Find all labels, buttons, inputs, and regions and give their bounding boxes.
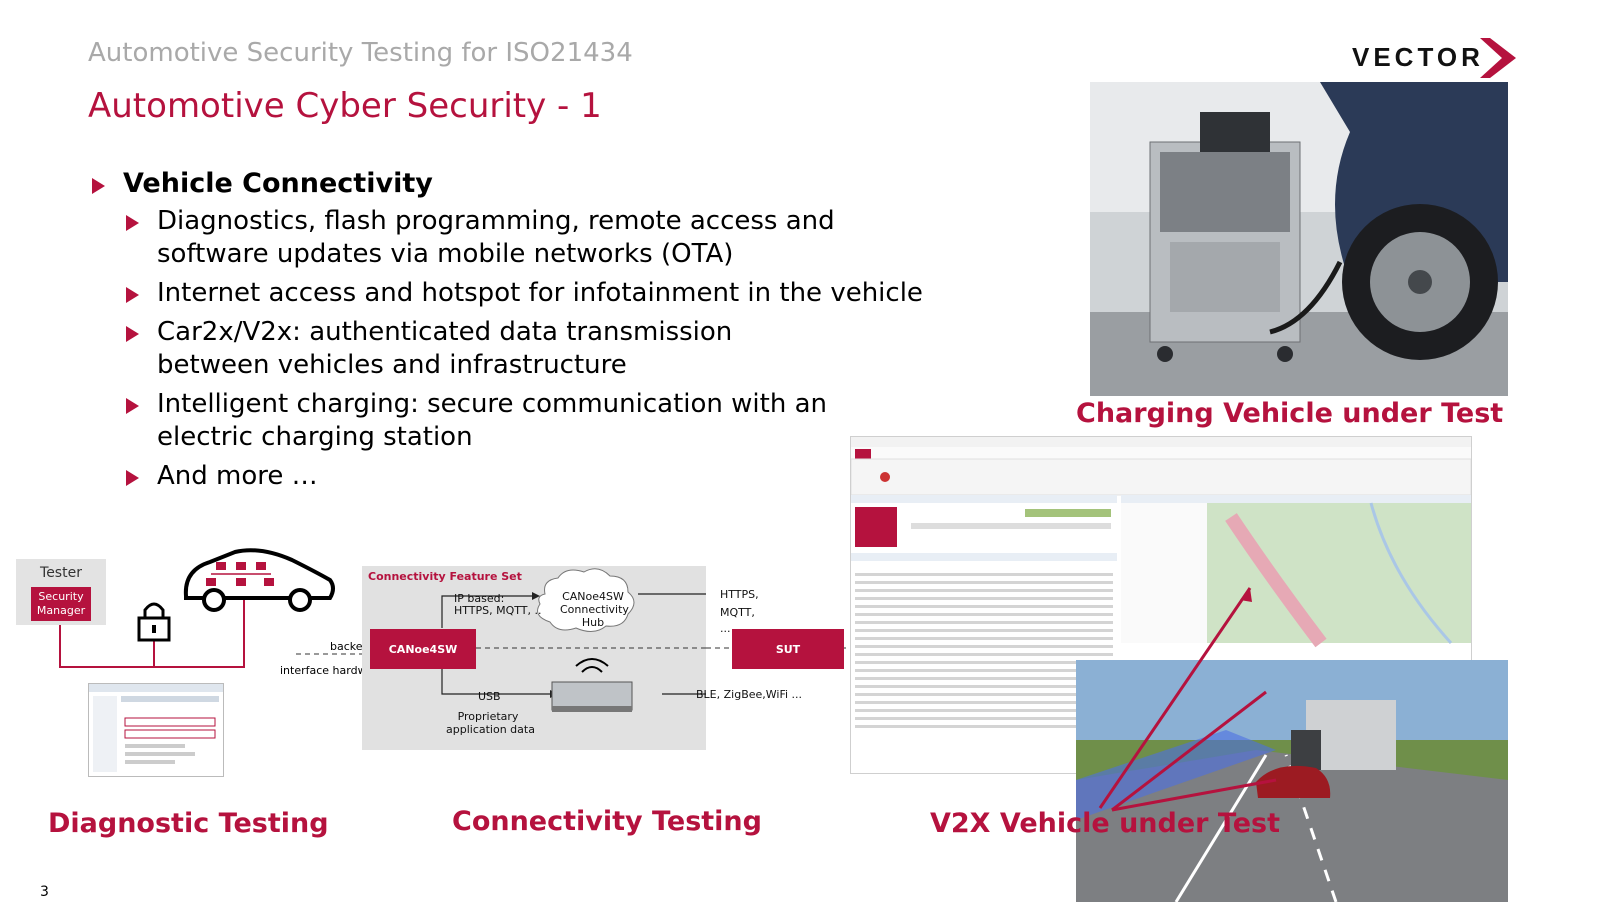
slide-title: Automotive Cyber Security - 1	[88, 86, 602, 126]
diagnostic-connection-diagram	[59, 548, 335, 668]
car-icon	[183, 548, 335, 612]
bullet-item: Diagnostics, flash programming, remote a…	[126, 205, 992, 271]
connectivity-arrows	[441, 568, 706, 712]
deck-subtitle: Automotive Security Testing for ISO21434	[88, 38, 633, 68]
caption-connectivity: Connectivity Testing	[452, 806, 762, 837]
bullet-triangle-icon	[126, 215, 139, 231]
device-icon	[551, 658, 633, 712]
bullet-triangle-icon	[126, 326, 139, 342]
lock-icon	[137, 602, 171, 642]
tester-label: Tester	[40, 565, 82, 581]
caption-charging: Charging Vehicle under Test	[1076, 398, 1504, 429]
logo-text: VECTOR	[1352, 42, 1484, 72]
logo-chevron-icon	[1480, 38, 1516, 78]
backend-dashed-line	[296, 653, 364, 655]
charging-vehicle-photo	[1090, 82, 1508, 396]
caption-v2x: V2X Vehicle under Test	[930, 808, 1280, 839]
bullet-item-text: Car2x/V2x: authenticated data transmissi…	[157, 317, 733, 380]
bullet-triangle-icon	[92, 178, 105, 194]
bullet-item-text: Internet access and hotspot for infotain…	[157, 278, 923, 308]
vector-logo: VECTOR	[1352, 38, 1522, 78]
feature-set-title: Connectivity Feature Set	[368, 570, 522, 583]
bullet-item-text: And more …	[157, 461, 318, 491]
bullet-item-text: Intelligent charging: secure communicati…	[157, 389, 827, 452]
canoe4sw-box: CANoe4SW	[370, 629, 476, 669]
bullet-triangle-icon	[126, 287, 139, 303]
bullet-item: Intelligent charging: secure communicati…	[126, 388, 992, 454]
v2x-road-scene	[1076, 660, 1508, 902]
bullet-main: Vehicle Connectivity	[92, 168, 992, 199]
bullet-item: And more …	[126, 460, 992, 493]
bullet-triangle-icon	[126, 398, 139, 414]
page-number: 3	[40, 884, 49, 900]
bullet-triangle-icon	[126, 470, 139, 486]
diagnostic-screenshot	[88, 683, 224, 777]
caption-diagnostic: Diagnostic Testing	[48, 808, 329, 839]
bullet-item: Internet access and hotspot for infotain…	[126, 277, 992, 310]
bullet-main-text: Vehicle Connectivity	[123, 168, 433, 199]
sut-region: HTTPS, MQTT, ... BLE, ZigBee,WiFi ... SU…	[696, 566, 850, 750]
cloud-icon	[537, 568, 635, 632]
v2x-pointer-arrow	[1098, 587, 1252, 809]
connectivity-feature-set: Connectivity Feature Set IP based: HTTPS…	[362, 566, 706, 750]
bullet-list: Vehicle Connectivity Diagnostics, flash …	[92, 168, 992, 499]
bullet-item: Car2x/V2x: authenticated data transmissi…	[126, 316, 992, 382]
bullet-item-text: Diagnostics, flash programming, remote a…	[157, 206, 835, 269]
sut-box: SUT	[732, 629, 844, 669]
